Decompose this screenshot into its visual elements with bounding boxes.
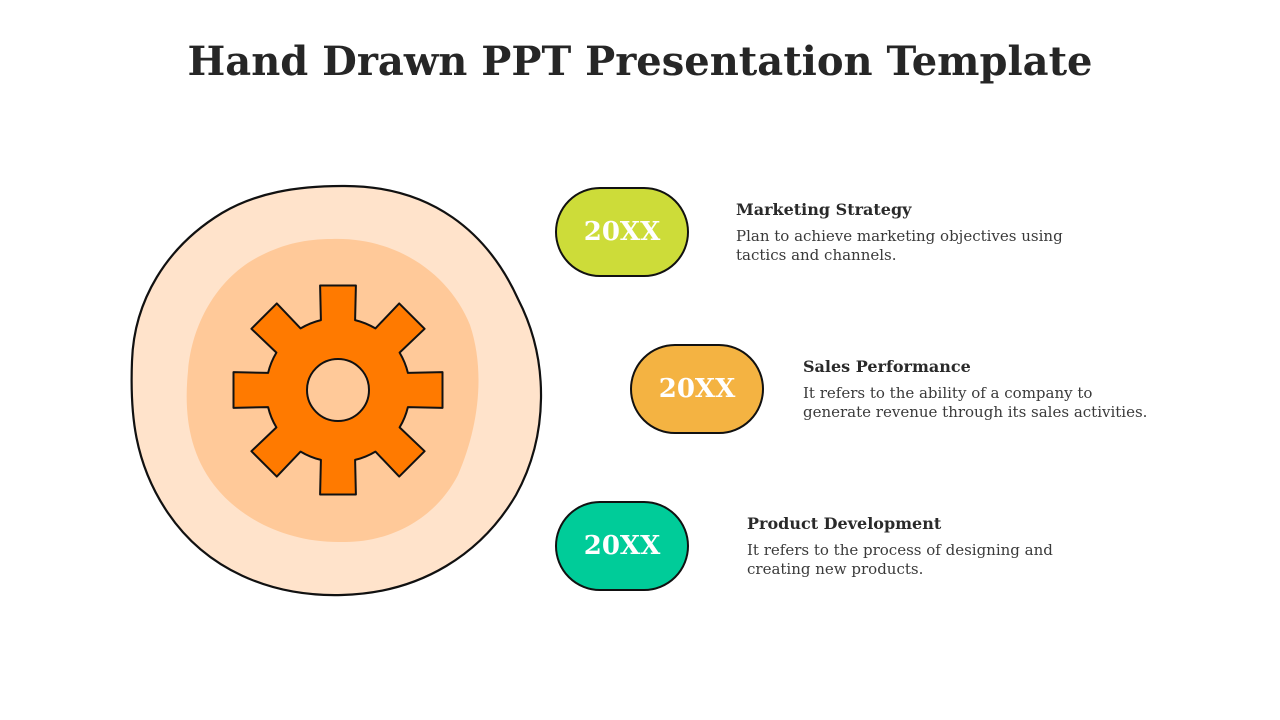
item-description: It refers to the process of designing an… [747, 541, 1053, 578]
year-badge-label: 20XX [583, 217, 661, 247]
item-description: It refers to the ability of a company to… [803, 384, 1148, 421]
gear-icon [232, 284, 444, 496]
item-product-development: Product Development It refers to the pro… [747, 514, 1097, 579]
year-badge-sales: 20XX [630, 344, 764, 434]
item-description: Plan to achieve marketing objectives usi… [736, 227, 1063, 264]
item-heading: Sales Performance [803, 357, 971, 376]
hand-drawn-circle-graphic [130, 184, 543, 597]
year-badge-marketing: 20XX [555, 187, 689, 277]
slide-title: Hand Drawn PPT Presentation Template [187, 38, 1093, 85]
item-sales-performance: Sales Performance It refers to the abili… [803, 357, 1153, 422]
item-heading: Marketing Strategy [736, 200, 912, 219]
gear-shape [232, 284, 444, 496]
item-heading: Product Development [747, 514, 942, 533]
item-marketing-strategy: Marketing Strategy Plan to achieve marke… [736, 200, 1086, 265]
year-badge-product: 20XX [555, 501, 689, 591]
year-badge-label: 20XX [583, 531, 661, 561]
year-badge-label: 20XX [658, 374, 736, 404]
